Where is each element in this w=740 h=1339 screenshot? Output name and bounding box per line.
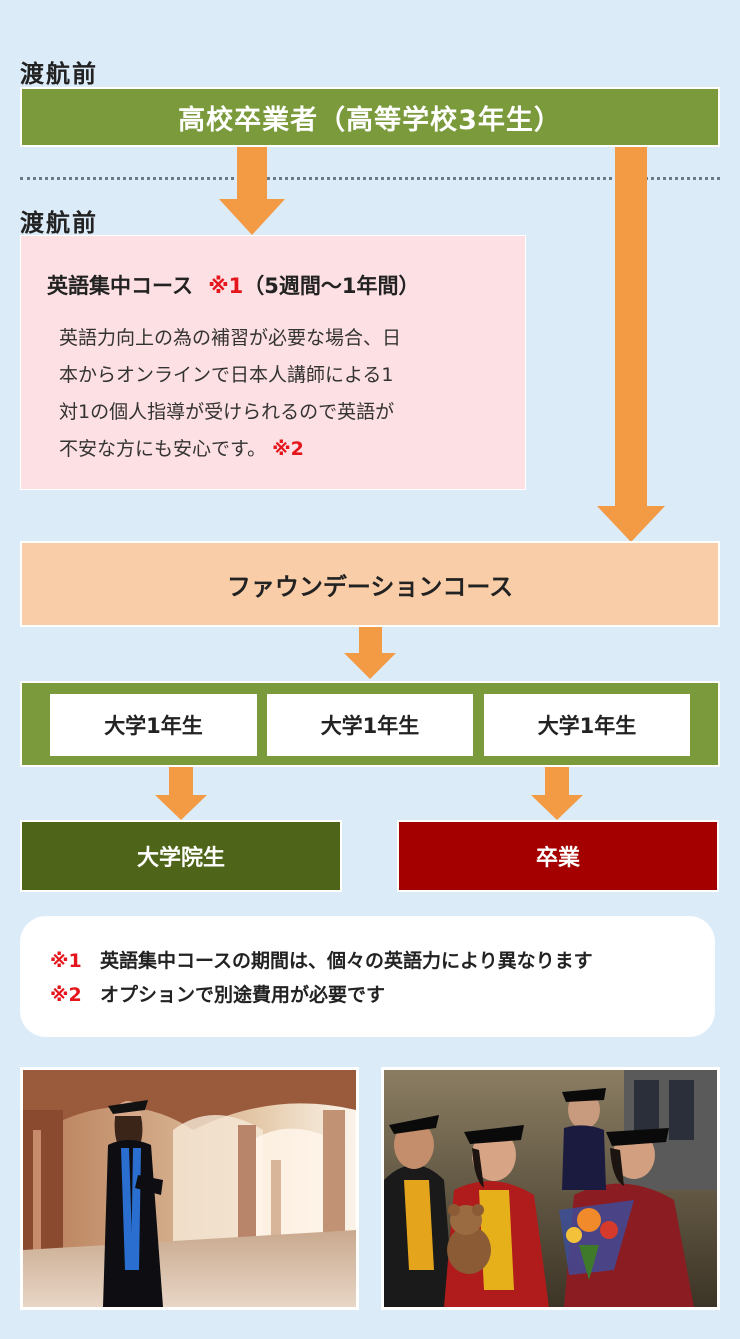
- graduate-woman-photo: [20, 1067, 359, 1310]
- university-year-cell: 大学1年生: [50, 694, 257, 756]
- arrow-to-intensive-head: [219, 199, 285, 235]
- section-label-second: 渡航前: [20, 203, 98, 238]
- arrow-to-graduation-stem: [545, 767, 569, 795]
- note-mark: ※2: [50, 984, 100, 1006]
- graduation-label: 卒業: [536, 840, 580, 872]
- university-year-row: 大学1年生 大学1年生 大学1年生: [20, 681, 720, 767]
- note-text: 英語集中コースの期間は、個々の英語力により異なります: [100, 950, 593, 972]
- arrow-to-graduate-stem: [169, 767, 193, 795]
- arrow-to-foundation-head: [597, 506, 665, 542]
- graduate-woman-illustration: [23, 1070, 356, 1307]
- description-mark: ※2: [272, 438, 304, 460]
- graduates-group-illustration: [384, 1070, 717, 1307]
- high-school-graduate-bar: 高校卒業者（高等学校3年生）: [20, 87, 720, 147]
- foundation-course-label: ファウンデーションコース: [227, 567, 513, 602]
- high-school-graduate-label: 高校卒業者（高等学校3年生）: [178, 98, 562, 137]
- arrow-to-university-stem: [359, 627, 382, 653]
- note-mark: ※1: [50, 950, 100, 972]
- arrow-to-graduate-head: [155, 795, 207, 820]
- arrow-to-university-head: [344, 653, 396, 679]
- description-line: 不安な方にも安心です。※2: [59, 431, 401, 468]
- university-year-label: 大学1年生: [321, 710, 420, 740]
- arrow-to-intensive-stem: [237, 147, 267, 199]
- graduates-group-photo: [381, 1067, 720, 1310]
- description-line: 本からオンラインで日本人講師による1: [59, 357, 401, 394]
- university-year-cell: 大学1年生: [267, 694, 473, 756]
- graduate-school-label: 大学院生: [137, 840, 225, 872]
- description-line: 対1の個人指導が受けられるので英語が: [59, 394, 401, 431]
- intensive-english-course-box: 英語集中コース ※1（5週間〜1年間） 英語力向上の為の補習が必要な場合、日 本…: [20, 235, 526, 490]
- arrow-to-foundation-stem: [615, 147, 647, 507]
- graduation-box: 卒業: [397, 820, 719, 892]
- arrow-to-graduation-head: [531, 795, 583, 820]
- university-year-label: 大学1年生: [104, 710, 203, 740]
- description-line: 英語力向上の為の補習が必要な場合、日: [59, 320, 401, 357]
- note-text: オプションで別途費用が必要です: [100, 984, 385, 1006]
- intensive-course-mark: ※1: [208, 274, 243, 298]
- graduate-school-box: 大学院生: [20, 820, 342, 892]
- intensive-course-description: 英語力向上の為の補習が必要な場合、日 本からオンラインで日本人講師による1 対1…: [59, 320, 401, 468]
- university-year-label: 大学1年生: [538, 710, 637, 740]
- intensive-course-heading: 英語集中コース ※1（5週間〜1年間）: [47, 270, 420, 300]
- university-year-cell: 大学1年生: [484, 694, 690, 756]
- intensive-course-duration: （5週間〜1年間）: [243, 274, 419, 298]
- section-label-top: 渡航前: [20, 54, 98, 89]
- intensive-course-title: 英語集中コース: [47, 274, 193, 298]
- foundation-course-box: ファウンデーションコース: [20, 541, 720, 627]
